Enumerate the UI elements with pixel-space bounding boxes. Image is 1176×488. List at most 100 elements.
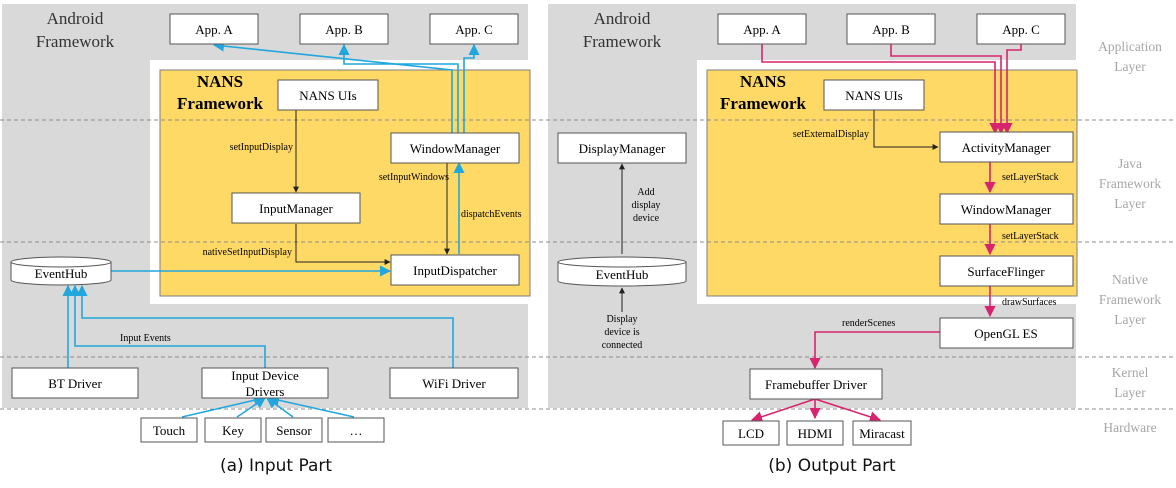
left-input-device-drivers-label-2: Drivers xyxy=(246,384,285,399)
right-eventhub-label: EventHub xyxy=(596,267,649,282)
edge-label-input-events: Input Events xyxy=(120,333,171,344)
left-window-manager-label: WindowManager xyxy=(410,141,501,156)
arrow-app-b-to-activity-manager xyxy=(890,44,1007,135)
layer-hardware: Hardware xyxy=(1103,420,1156,435)
left-app-c-box: App. C xyxy=(429,13,519,45)
arrow-wm-to-app-c xyxy=(463,43,480,134)
right-opengl-es-label: OpenGL ES xyxy=(974,326,1037,341)
right-activity-manager-label: ActivityManager xyxy=(962,140,1051,155)
arrow-touch-to-drivers xyxy=(181,394,266,418)
right-app-b-box: App. B xyxy=(846,13,936,45)
arrow-framebuffer-to-lcd xyxy=(750,398,816,423)
left-input-manager-label: InputManager xyxy=(259,201,333,216)
edge-label-add-display-2: display xyxy=(632,200,661,211)
left-framework-title-2: Framework xyxy=(36,32,115,51)
left-nans-uis-box: NANS UIs xyxy=(277,79,379,111)
right-hdmi-label: HDMI xyxy=(798,426,833,441)
right-miracast-box: Miracast xyxy=(852,420,912,446)
arrow-opengl-to-framebuffer xyxy=(809,331,940,370)
layer-kernel-2: Layer xyxy=(1114,385,1146,400)
arrow-app-a-to-activity-manager xyxy=(761,44,1001,135)
edge-label-render-scenes: renderScenes xyxy=(842,318,895,329)
right-eventhub-cylinder: EventHub xyxy=(557,256,687,287)
caption-input-part: (a) Input Part xyxy=(220,456,332,476)
right-framebuffer-driver-label: Framebuffer Driver xyxy=(765,377,868,392)
left-bt-driver-label: BT Driver xyxy=(48,376,102,391)
right-window-manager-label: WindowManager xyxy=(961,202,1052,217)
layer-native-3: Layer xyxy=(1114,312,1146,327)
layer-java-3: Layer xyxy=(1114,196,1146,211)
arrow-native-set-input-display xyxy=(295,224,391,265)
edge-label-display-connected-2: device is xyxy=(604,327,639,338)
arrow-wifi-to-eventhub xyxy=(76,284,454,368)
edge-label-display-connected-1: Display xyxy=(606,314,637,325)
layer-application-1: Application xyxy=(1098,39,1162,54)
arrow-wm-to-app-a xyxy=(212,40,453,134)
right-nans-title-2: Framework xyxy=(720,94,806,113)
left-input-device-drivers-label-1: Input Device xyxy=(231,368,299,383)
left-bt-driver-box: BT Driver xyxy=(11,367,139,399)
arrow-set-external-display xyxy=(873,110,939,150)
layer-native-2: Framework xyxy=(1099,292,1161,307)
layer-kernel-1: Kernel xyxy=(1112,365,1149,380)
right-nans-title-1: NANS xyxy=(740,72,786,91)
right-lcd-box: LCD xyxy=(722,420,780,446)
edge-label-set-layer-stack-1: setLayerStack xyxy=(1002,172,1059,183)
left-nans-title-2: Framework xyxy=(177,94,263,113)
left-eventhub-cylinder: EventHub xyxy=(10,256,112,286)
right-nans-uis-box: NANS UIs xyxy=(823,79,925,111)
right-opengl-es-box: OpenGL ES xyxy=(939,317,1074,349)
right-hdmi-box: HDMI xyxy=(786,420,844,446)
left-app-c-label: App. C xyxy=(455,22,493,37)
edge-label-dispatch-events: dispatchEvents xyxy=(461,209,522,220)
left-app-a-box: App. A xyxy=(169,13,259,45)
right-surface-flinger-box: SurfaceFlinger xyxy=(939,255,1074,287)
left-sensor-label: Sensor xyxy=(276,423,312,438)
right-framework-title-1: Android xyxy=(594,9,651,28)
arrow-framebuffer-to-miracast xyxy=(814,398,882,423)
left-touch-label: Touch xyxy=(153,423,186,438)
left-input-dispatcher-box: InputDispatcher xyxy=(390,254,520,286)
left-window-manager-box: WindowManager xyxy=(390,132,520,164)
left-wifi-driver-box: WiFi Driver xyxy=(389,367,519,399)
left-more-label: … xyxy=(350,423,363,438)
right-app-b-label: App. B xyxy=(872,22,910,37)
arrow-app-c-to-activity-manager xyxy=(1001,44,1022,135)
left-key-box: Key xyxy=(204,417,262,443)
edge-label-native-set-input-display: nativeSetInputDisplay xyxy=(203,247,292,258)
edge-label-set-input-windows: setInputWindows xyxy=(379,172,449,183)
arrow-key-to-drivers xyxy=(236,397,266,418)
edge-label-set-external-display: setExternalDisplay xyxy=(793,129,869,140)
layer-application-2: Layer xyxy=(1114,59,1146,74)
left-input-manager-box: InputManager xyxy=(231,192,361,224)
right-app-a-label: App. A xyxy=(743,22,781,37)
layer-java-1: Java xyxy=(1118,156,1142,171)
caption-output-part: (b) Output Part xyxy=(768,456,896,476)
right-display-manager-label: DisplayManager xyxy=(579,141,666,156)
arrow-wm-to-app-b xyxy=(338,43,459,134)
right-activity-manager-box: ActivityManager xyxy=(939,131,1074,163)
left-eventhub-label: EventHub xyxy=(35,266,88,281)
left-input-dispatcher-label: InputDispatcher xyxy=(413,263,497,278)
edge-label-draw-surfaces: drawSurfaces xyxy=(1002,297,1057,308)
right-surface-flinger-label: SurfaceFlinger xyxy=(967,264,1045,279)
layer-java-2: Framework xyxy=(1099,176,1161,191)
left-app-a-label: App. A xyxy=(195,22,233,37)
edge-label-display-connected-3: connected xyxy=(602,340,643,351)
left-input-device-drivers-box: Input Device Drivers xyxy=(201,367,329,399)
left-wifi-driver-label: WiFi Driver xyxy=(422,376,486,391)
right-miracast-label: Miracast xyxy=(859,426,905,441)
left-touch-box: Touch xyxy=(140,417,198,443)
right-display-manager-box: DisplayManager xyxy=(557,132,687,164)
right-app-c-label: App. C xyxy=(1002,22,1040,37)
right-app-c-box: App. C xyxy=(976,13,1066,45)
edge-label-add-display-3: device xyxy=(633,213,660,224)
arrow-input-drivers-to-eventhub xyxy=(69,284,266,368)
left-key-label: Key xyxy=(222,423,244,438)
left-sensor-box: Sensor xyxy=(265,417,323,443)
left-framework-title-1: Android xyxy=(47,9,104,28)
right-app-a-box: App. A xyxy=(717,13,807,45)
left-app-b-box: App. B xyxy=(299,13,389,45)
